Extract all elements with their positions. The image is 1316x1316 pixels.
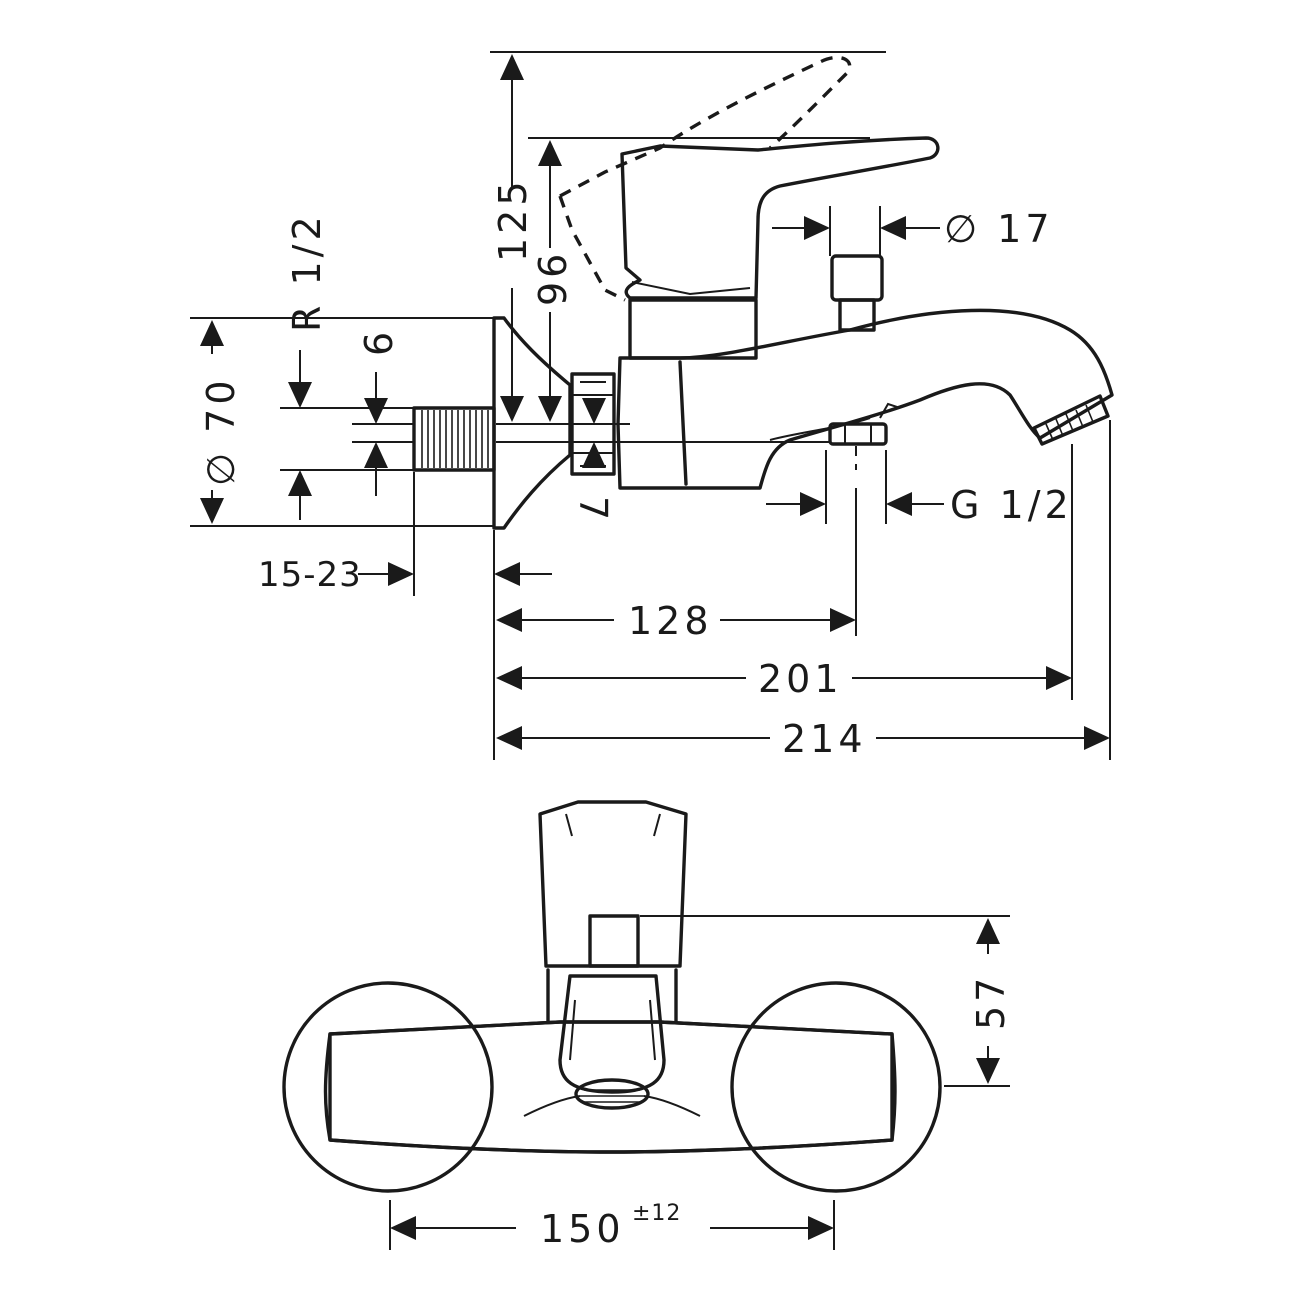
lever-handle-open (559, 55, 852, 198)
dim-128: 128 (628, 599, 713, 643)
lever-handle (620, 136, 940, 300)
front-aerator (574, 1078, 650, 1110)
diverter-knob (830, 254, 884, 332)
dim-diameter-17: ∅ 17 (944, 207, 1054, 251)
dim-125: 125 (491, 177, 535, 262)
threaded-connector (412, 406, 496, 472)
dim-diameter-70: ∅ 70 (199, 376, 243, 486)
side-dimensions: 125 96 ∅ 17 G 1/2 ∅ 70 (190, 51, 1111, 761)
cartridge-sleeve (628, 298, 758, 360)
dim-offset-7: 7 (571, 496, 615, 524)
dim-offset-6: 6 (357, 328, 401, 356)
dim-150: 150 (540, 1207, 625, 1251)
wall-rosette (492, 316, 572, 530)
front-dimensions: 57 150 ±12 (389, 915, 1013, 1251)
dim-15-23: 15-23 (258, 555, 362, 595)
lever-open-lower (558, 195, 626, 302)
aerator (1032, 394, 1110, 446)
dim-150-tolerance: ±12 (632, 1201, 681, 1226)
side-view (412, 55, 1114, 530)
front-spout (558, 974, 666, 1094)
body-inner-edge (678, 360, 688, 486)
outlet-connector (828, 402, 901, 446)
left-rosette (282, 981, 494, 1193)
body-crease (769, 417, 871, 441)
front-view (282, 800, 942, 1193)
lever-base-line (631, 281, 751, 296)
mixer-body (616, 308, 1114, 490)
dim-201: 201 (758, 657, 843, 701)
front-body (323, 1020, 897, 1154)
right-rosette (730, 981, 942, 1193)
front-handle (538, 800, 688, 968)
front-stem (588, 914, 640, 968)
dim-57: 57 (969, 974, 1013, 1030)
dim-214: 214 (782, 717, 867, 761)
dim-g-1-2: G 1/2 (950, 483, 1073, 527)
dim-r-1-2: R 1/2 (285, 212, 329, 332)
dim-96: 96 (531, 250, 575, 306)
